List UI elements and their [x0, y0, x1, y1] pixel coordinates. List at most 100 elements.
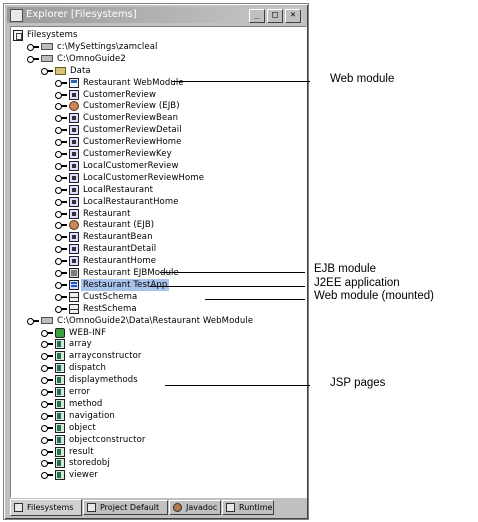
expand-key-icon[interactable]: [55, 305, 67, 313]
run-icon: [226, 503, 235, 512]
callout-leader-line: [160, 272, 305, 273]
expand-key-icon[interactable]: [55, 150, 67, 158]
expand-key-icon[interactable]: [41, 364, 53, 373]
tree-node[interactable]: C:\OmnoGuide2: [27, 53, 126, 65]
callout-leader-line: [150, 286, 305, 287]
expand-key-icon[interactable]: [55, 281, 67, 289]
expand-key-icon[interactable]: [41, 340, 53, 349]
expand-key-icon[interactable]: [41, 67, 53, 75]
tree-node[interactable]: CustomerReview (EJB): [55, 100, 180, 112]
expand-key-icon[interactable]: [55, 233, 67, 242]
bean-icon: [69, 244, 79, 255]
tree-node[interactable]: navigation: [41, 410, 115, 422]
close-button[interactable]: ✕: [285, 9, 301, 23]
expand-key-icon[interactable]: [55, 174, 67, 182]
tree-node[interactable]: viewer: [41, 469, 98, 481]
tree-node[interactable]: RestaurantHome: [55, 255, 156, 267]
tree-node[interactable]: Restaurant (EJB): [55, 219, 154, 231]
expand-key-icon[interactable]: [55, 210, 67, 218]
expand-key-icon[interactable]: [55, 257, 67, 266]
expand-key-icon[interactable]: [55, 293, 67, 301]
tree-node[interactable]: LocalRestaurantHome: [55, 196, 179, 208]
beanblue-icon: [69, 279, 79, 290]
tree-node[interactable]: objectconstructor: [41, 434, 146, 446]
tree-node[interactable]: CustomerReviewDetail: [55, 124, 182, 136]
tree-node[interactable]: RestaurantDetail: [55, 243, 156, 255]
tab-runtime[interactable]: Runtime: [222, 500, 274, 515]
expand-key-icon[interactable]: [41, 388, 53, 396]
expand-key-icon[interactable]: [55, 198, 67, 206]
tree-node[interactable]: CustomerReview: [55, 89, 156, 101]
tree-node[interactable]: error: [41, 386, 90, 398]
tab-project-default[interactable]: Project Default: [83, 500, 168, 515]
tree-node[interactable]: LocalCustomerReviewHome: [55, 172, 204, 184]
expand-key-icon[interactable]: [55, 102, 67, 111]
expand-key-icon[interactable]: [27, 43, 39, 51]
tree-node[interactable]: result: [41, 446, 94, 458]
tab-javadoc[interactable]: Javadoc: [169, 500, 221, 515]
maximize-button[interactable]: □: [267, 9, 283, 23]
tree-node[interactable]: CustSchema: [55, 291, 137, 303]
expand-key-icon[interactable]: [55, 79, 67, 87]
tree-node[interactable]: dispatch: [41, 362, 106, 374]
tree-node[interactable]: CustomerReviewHome: [55, 136, 182, 148]
expand-key-icon[interactable]: [55, 269, 67, 277]
expand-key-icon[interactable]: [55, 186, 67, 194]
bean-icon: [69, 196, 79, 207]
fsroot-icon: [13, 29, 23, 41]
expand-key-icon[interactable]: [55, 245, 67, 254]
expand-key-icon[interactable]: [41, 376, 53, 385]
tree-node-label: RestaurantBean: [83, 232, 153, 243]
expand-key-icon[interactable]: [55, 91, 67, 99]
tree-node[interactable]: LocalCustomerReview: [55, 160, 179, 172]
expand-key-icon[interactable]: [41, 448, 53, 456]
expand-key-icon[interactable]: [55, 162, 67, 170]
tree-node[interactable]: array: [41, 338, 92, 350]
tree-node[interactable]: Data: [41, 65, 91, 77]
expand-key-icon[interactable]: [41, 329, 53, 337]
tree-node-label: Restaurant (EJB): [83, 220, 155, 231]
tree-node-label: result: [69, 446, 94, 457]
tree-node[interactable]: RestaurantBean: [55, 231, 153, 243]
expand-key-icon[interactable]: [27, 55, 39, 63]
tab-label: Runtime: [239, 503, 273, 512]
expand-key-icon[interactable]: [41, 400, 53, 408]
expand-key-icon[interactable]: [41, 436, 53, 444]
tree-node[interactable]: method: [41, 398, 102, 410]
tree-node[interactable]: CustomerReviewBean: [55, 112, 178, 124]
minimize-button[interactable]: _: [249, 9, 265, 23]
coffee-icon: [69, 220, 79, 231]
tree-node[interactable]: c:\MySettings\zamcleal: [27, 41, 157, 53]
tab-filesystems[interactable]: Filesystems: [10, 499, 82, 516]
tree-node[interactable]: WEB-INF: [41, 327, 106, 339]
expand-key-icon[interactable]: [41, 412, 53, 420]
tree-node[interactable]: C:\OmnoGuide2\Data\Restaurant WebModule: [27, 315, 253, 327]
tree-node[interactable]: Restaurant WebModule: [55, 77, 184, 89]
tree-node[interactable]: storedobj: [41, 457, 110, 469]
tree-node[interactable]: RestSchema: [55, 303, 137, 315]
expand-key-icon[interactable]: [41, 471, 53, 480]
expand-key-icon[interactable]: [27, 317, 39, 325]
callout-leader-line: [205, 299, 305, 300]
tree-node[interactable]: displaymethods: [41, 374, 138, 386]
tree-node-label: dispatch: [69, 363, 106, 374]
tree-node[interactable]: Restaurant TestApp: [55, 278, 170, 291]
expand-key-icon[interactable]: [55, 221, 67, 230]
expand-key-icon[interactable]: [55, 126, 67, 135]
title-bar[interactable]: Explorer [Filesystems] _ □ ✕: [7, 7, 303, 23]
expand-key-icon[interactable]: [41, 459, 53, 468]
tree-node-label: error: [69, 387, 91, 397]
tree-node-label: object: [69, 422, 96, 433]
expand-key-icon[interactable]: [41, 424, 53, 432]
tree-node[interactable]: arrayconstructor: [41, 350, 142, 362]
tree-node[interactable]: Filesystems: [13, 29, 77, 41]
tree-node[interactable]: Restaurant EJBModule: [55, 267, 179, 279]
tree-node[interactable]: Restaurant: [55, 208, 131, 220]
tree-node[interactable]: LocalRestaurant: [55, 184, 153, 196]
expand-key-icon[interactable]: [55, 138, 67, 147]
expand-key-icon[interactable]: [55, 114, 67, 123]
tree-node[interactable]: CustomerReviewKey: [55, 148, 172, 160]
expand-key-icon[interactable]: [41, 352, 53, 361]
tree-node[interactable]: object: [41, 422, 96, 434]
